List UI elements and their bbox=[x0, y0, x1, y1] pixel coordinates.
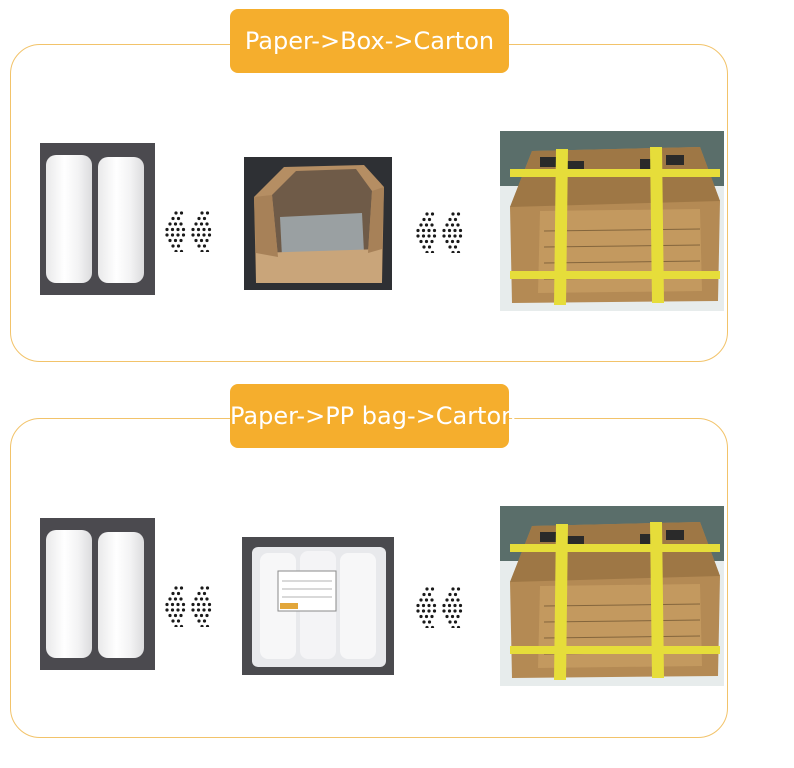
paper-wrapped-products-photo bbox=[40, 518, 155, 670]
dot-arrow-icon bbox=[165, 211, 212, 252]
taped-shipping-carton-photo bbox=[500, 131, 724, 311]
pp-bag-pack-photo bbox=[242, 537, 394, 675]
dot-arrow-icon bbox=[416, 587, 463, 628]
taped-shipping-carton-photo bbox=[500, 506, 724, 686]
open-cardboard-box-photo bbox=[244, 157, 392, 290]
dot-arrow-icon bbox=[165, 586, 212, 627]
dot-arrow-icon bbox=[416, 212, 463, 253]
paper-wrapped-products-photo bbox=[40, 143, 155, 295]
section-1-title: Paper->Box->Carton bbox=[230, 9, 509, 73]
section-2-title: Paper->PP bag->Carton bbox=[230, 384, 516, 448]
